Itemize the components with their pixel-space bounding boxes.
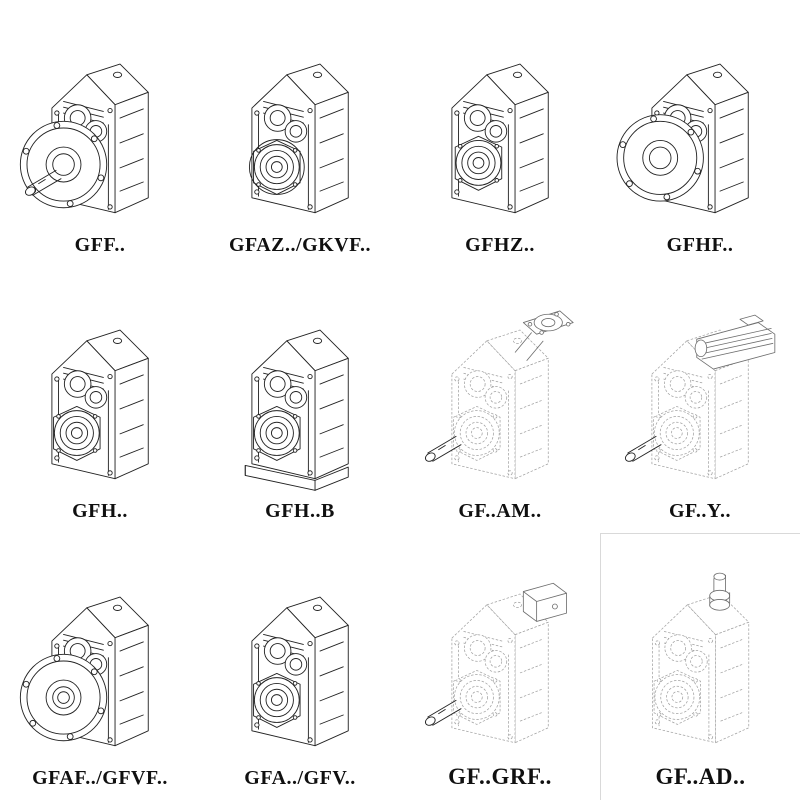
catalog-cell-gfaz-gkvf: GFAZ../GKVF.. <box>200 0 400 267</box>
gearbox-flange-mounted-drawing <box>616 63 749 213</box>
gearbox-input-adapter-block-drawing <box>423 582 567 744</box>
gearbox-shaft-mounted-drawing <box>51 329 149 480</box>
model-label: GFH..B <box>265 500 335 523</box>
gearbox-with-motor-drawing <box>623 315 776 480</box>
catalog-cell-gfh-b: GFH..B <box>200 267 400 534</box>
catalog-cell-gfh: GFH.. <box>0 267 200 534</box>
model-label: GFHF.. <box>666 233 734 256</box>
catalog-cell-gfhz: GFHZ.. <box>400 0 600 267</box>
model-label: GFAZ../GKVF.. <box>228 233 372 256</box>
catalog-cell-gf-grf: GF..GRF.. <box>400 533 600 800</box>
model-label: GFF.. <box>74 233 126 256</box>
gearbox-output-flange-hollow-shaft-drawing <box>19 596 149 747</box>
catalog-cell-gfhf: GFHF.. <box>600 0 800 267</box>
model-label: GF..AM.. <box>458 500 542 523</box>
gearbox-shaft-mounted-base-drawing <box>244 329 349 492</box>
model-label: GFA../GFV.. <box>244 766 356 789</box>
catalog-cell-gf-am: GF..AM.. <box>400 267 600 534</box>
gearbox-output-flange-solid-shaft-drawing <box>19 63 149 213</box>
catalog-cell-gfa-gfv: GFA../GFV.. <box>200 533 400 800</box>
catalog-cell-gf-y: GF..Y.. <box>600 267 800 534</box>
model-label: GF..AD.. <box>655 763 746 789</box>
gearbox-top-input-shaft-drawing <box>651 572 750 744</box>
gearbox-hollow-shaft-basic-drawing <box>251 596 349 747</box>
model-label: GF..Y.. <box>668 500 732 523</box>
gearbox-hollow-shaft-drawing <box>451 63 549 213</box>
model-label: GF..GRF.. <box>448 763 552 789</box>
model-label: GFAF../GFVF.. <box>32 766 168 789</box>
model-label: GFH.. <box>72 500 128 523</box>
model-label: GFHZ.. <box>465 233 535 256</box>
gearbox-hollow-shaft-small-flange-drawing <box>248 63 349 213</box>
catalog-cell-gf-ad: GF..AD.. <box>600 533 800 800</box>
gearbox-motor-adapter-flange-drawing <box>423 310 574 480</box>
catalog-cell-gff: GFF.. <box>0 0 200 267</box>
catalog-cell-gfaf-gfvf: GFAF../GFVF.. <box>0 533 200 800</box>
